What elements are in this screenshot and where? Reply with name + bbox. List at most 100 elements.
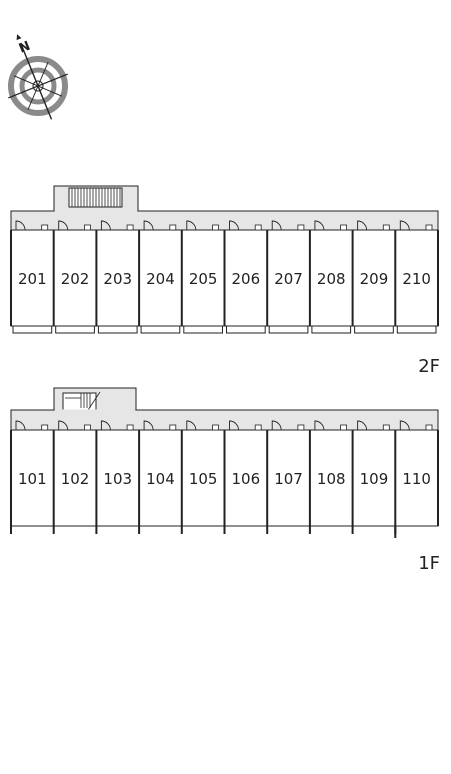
unit-209: 209 [351, 220, 396, 334]
floor-label: 2F [418, 356, 440, 377]
unit-room [53, 429, 97, 527]
meter-box [425, 224, 433, 231]
unit-number: 204 [146, 270, 175, 288]
door-icon [229, 420, 239, 431]
balcony [311, 325, 352, 334]
compass-diagonal [13, 75, 63, 97]
compass-needle [20, 43, 53, 120]
unit-207: 207 [266, 220, 311, 334]
unit-number: 109 [360, 470, 389, 488]
meter-box [41, 424, 49, 431]
meter-box [340, 424, 348, 431]
unit-110: 110 [394, 420, 439, 534]
door-icon [100, 220, 111, 231]
unit-108: 108 [308, 420, 354, 534]
door-icon [399, 420, 410, 431]
compass-arrowhead [16, 34, 22, 41]
unit-room [95, 429, 140, 527]
balcony [268, 325, 309, 334]
door-icon [100, 420, 111, 431]
door-icon [271, 420, 282, 431]
meter-box [382, 424, 390, 431]
unit-number: 208 [317, 270, 346, 288]
meter-box [84, 224, 91, 231]
unit-206: 206 [223, 220, 268, 334]
unit-202: 202 [52, 220, 97, 334]
balcony [226, 325, 266, 334]
unit-room [352, 229, 396, 327]
unit-number: 203 [103, 270, 132, 288]
meter-box [254, 424, 262, 431]
meter-box [297, 224, 305, 231]
stair-treads [68, 187, 123, 208]
unit-number: 110 [402, 470, 431, 488]
door-icon [186, 420, 197, 431]
balcony [354, 325, 394, 334]
unit-205: 205 [180, 220, 226, 334]
unit-number: 106 [232, 470, 261, 488]
door-icon [357, 220, 368, 231]
unit-room [394, 429, 439, 527]
compass-north-label: N [17, 39, 33, 57]
meter-box [126, 224, 134, 231]
corridor [10, 210, 439, 231]
unit-number: 205 [189, 270, 218, 288]
door-icon [58, 220, 69, 231]
unit-210: 210 [394, 220, 439, 334]
meter-box [84, 424, 91, 431]
meter-box [41, 224, 49, 231]
balcony [12, 325, 53, 334]
meter-box [340, 224, 348, 231]
corridor-seam [54, 409, 136, 411]
unit-107: 107 [266, 420, 311, 534]
unit-number: 107 [274, 470, 303, 488]
unit-number: 101 [18, 470, 47, 488]
meter-box [254, 224, 262, 231]
compass-inner-ring [19, 67, 57, 105]
unit-room [309, 429, 354, 527]
meter-box [382, 224, 390, 231]
meter-box [169, 224, 177, 231]
balcony [140, 325, 181, 334]
meter-box [169, 424, 177, 431]
unit-number: 201 [18, 270, 47, 288]
balcony [183, 325, 224, 334]
unit-number: 207 [274, 270, 303, 288]
door-icon [143, 220, 154, 231]
door-icon [15, 220, 26, 231]
door-icon [229, 220, 239, 231]
stair-cut-line [87, 391, 101, 411]
unit-number: 202 [61, 270, 90, 288]
meter-box [126, 424, 134, 431]
unit-101: 101 [10, 420, 55, 534]
balcony [396, 325, 437, 334]
unit-number: 105 [189, 470, 218, 488]
meter-box [212, 424, 219, 431]
door-icon [357, 420, 368, 431]
door-icon [399, 220, 410, 231]
compass-outer-ring [8, 56, 68, 116]
unit-room [394, 229, 439, 327]
unit-room [266, 429, 311, 527]
unit-105: 105 [180, 420, 226, 534]
unit-number: 210 [402, 270, 431, 288]
door-icon [271, 220, 282, 231]
meter-box [212, 224, 219, 231]
unit-204: 204 [138, 220, 183, 334]
door-icon [15, 420, 26, 431]
unit-room [53, 229, 97, 327]
unit-room [181, 429, 226, 527]
door-icon [186, 220, 197, 231]
meter-box [297, 424, 305, 431]
corridor [10, 409, 439, 431]
unit-104: 104 [138, 420, 183, 534]
unit-number: 209 [360, 270, 389, 288]
unit-106: 106 [223, 420, 268, 534]
meter-box [425, 424, 433, 431]
unit-number: 102 [61, 470, 90, 488]
unit-room [266, 229, 311, 327]
door-icon [58, 420, 69, 431]
unit-103: 103 [95, 420, 140, 534]
